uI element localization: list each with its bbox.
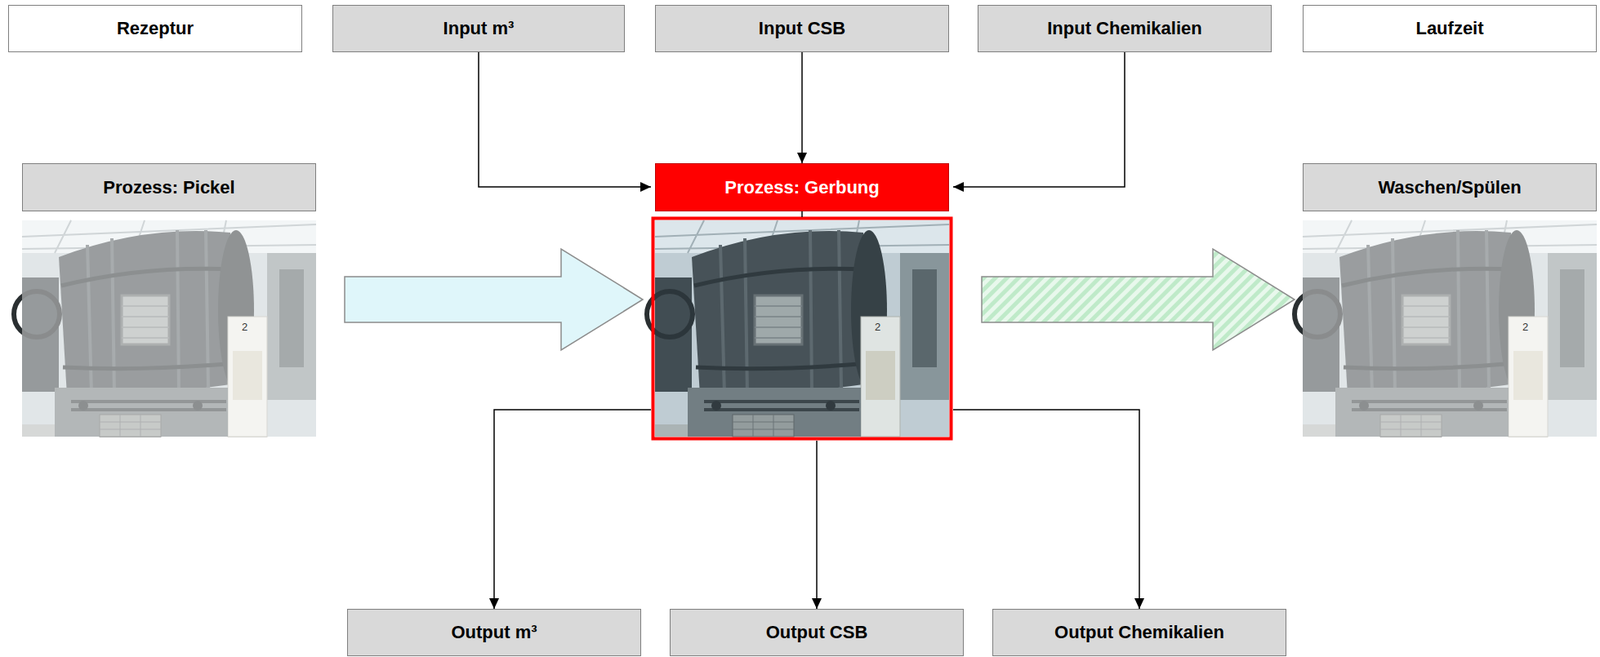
box-label: Prozess: Pickel [102, 177, 235, 198]
connector [953, 410, 1140, 610]
process-box: Output m³ [347, 609, 642, 657]
connector [815, 441, 818, 610]
highlight-border [653, 218, 952, 440]
process-box: Input m³ [332, 4, 625, 53]
process-stage: Waschen/Spülen [1302, 163, 1597, 437]
process-box: Output CSB [669, 609, 964, 657]
stage-title: Waschen/Spülen [1302, 163, 1597, 212]
box-label: Output CSB [766, 622, 869, 643]
connector [953, 52, 1125, 188]
box-label: Waschen/Spülen [1377, 177, 1521, 198]
flow-arrow [344, 249, 643, 351]
process-box: Input Chemikalien [977, 4, 1272, 53]
stub-line [801, 211, 803, 218]
box-label: Input CSB [758, 17, 846, 39]
flow-arrow [981, 249, 1295, 351]
process-stage: Prozess: Pickel [22, 163, 317, 437]
box-label: Rezeptur [116, 17, 194, 39]
process-box: Input CSB [655, 4, 950, 53]
box-label: Output Chemikalien [1054, 622, 1225, 643]
photo-fade [1302, 220, 1597, 437]
process-stage: Prozess: Gerbung [650, 163, 954, 442]
box-label: Prozess: Gerbung [724, 177, 879, 198]
drum-photo [1294, 220, 1597, 437]
process-box: Output Chemikalien [992, 609, 1287, 657]
machine-number: 2 [874, 321, 881, 333]
process-box: Laufzeit [1302, 4, 1597, 53]
box-label: Laufzeit [1415, 17, 1484, 39]
box-label: Input Chemikalien [1047, 17, 1202, 39]
drum-photo [13, 220, 317, 437]
connector [478, 52, 651, 188]
stage-title: Prozess: Pickel [22, 163, 317, 212]
stage-title: Prozess: Gerbung [655, 163, 950, 212]
machine-number: 2 [1522, 321, 1529, 333]
box-label: Output m³ [450, 622, 537, 643]
photo-tint [655, 220, 950, 437]
process-box: Rezeptur [8, 4, 303, 53]
machine-number: 2 [241, 321, 248, 333]
connector [494, 410, 651, 610]
drum-photo [646, 220, 950, 437]
box-label: Input m³ [443, 17, 515, 39]
connector [801, 52, 803, 164]
photo-fade [22, 220, 317, 437]
